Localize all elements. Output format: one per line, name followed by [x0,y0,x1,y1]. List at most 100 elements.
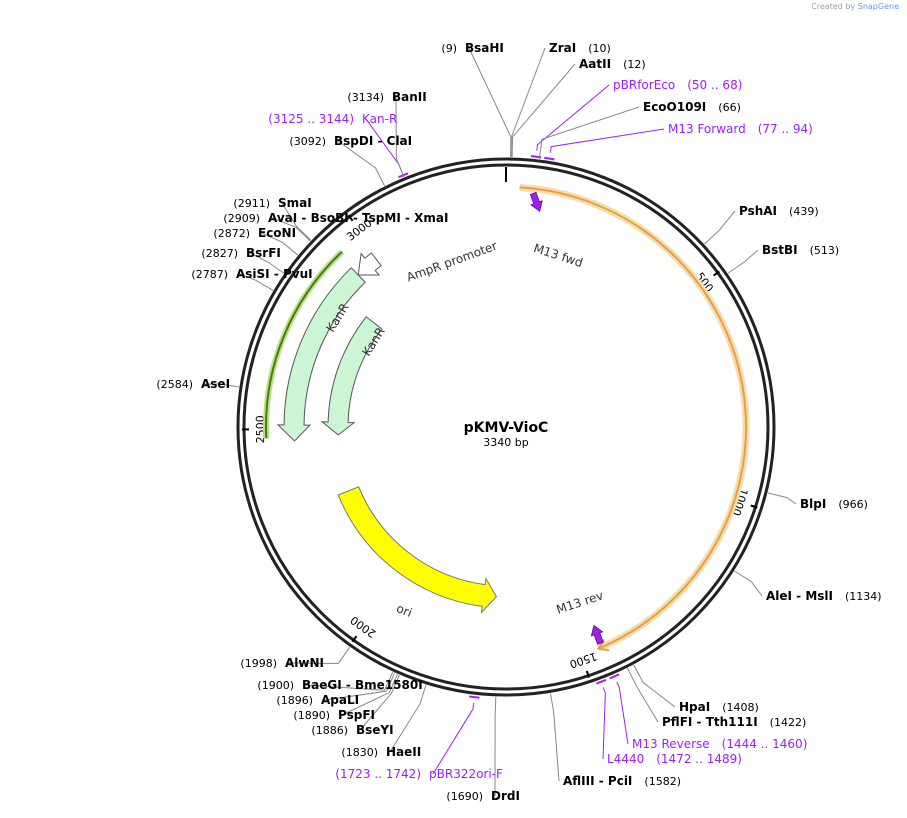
leader-pspfi [341,674,398,716]
tick-label-1500: 1500 [568,649,599,670]
site-pos-drdi: (1690) [446,790,483,803]
site-pos-pbrforeco: (50 .. 68) [687,78,742,92]
site-pos-avai-bsobi-tspmi-xmai: (2909) [223,212,260,225]
leader-pbrforeco [536,84,610,151]
leader-bspdi-clai [337,140,386,187]
tick-mark-1000 [750,504,758,509]
site-pos-alwni: (1998) [240,657,277,670]
site-name-blpi: BlpI [800,497,826,511]
feature-kanr-2 [276,267,366,442]
site-name-bsahi: BsaHI [465,41,504,55]
leader-afliii-pcii [550,693,560,782]
site-name-ecoo109i: EcoO109I [643,100,706,114]
leader-smai [281,202,312,241]
site-name-banii: BanII [392,90,427,104]
primer-mark-l4440 [596,679,607,685]
feature-vioc-0 [519,186,747,650]
leader-banii [395,96,405,178]
site-name-hpai: HpaI [679,700,710,714]
site-pos-m13-reverse: (1444 .. 1460) [722,737,808,751]
site-pos-pbr322ori-f: (1723 .. 1742) [335,767,421,781]
site-name-pspfi: PspFI [338,708,375,722]
site-name-asisi-pvui: AsiSI - PvuI [236,267,313,281]
site-pos-afliii-pcii: (1582) [644,775,681,788]
backbone-circle [236,157,776,697]
leader-pshai [704,210,736,245]
label-feature-ampr-promoter-4: AmpR promoter [405,239,499,285]
site-pos-l4440: (1472 .. 1489) [656,752,742,766]
site-pos-haeii: (1830) [341,746,378,759]
leader-avai-bsobi-tspmi-xmai [271,217,311,242]
site-name-alei-msli: AleI - MslI [766,589,833,603]
site-pos-kan-r: (3125 .. 3144) [268,112,354,126]
leader-bsrfi [249,252,285,274]
site-name-smai: SmaI [278,196,312,210]
site-pos-baegi-bme1580i: (1900) [257,679,294,692]
feature-kanr-3 [320,316,383,436]
tick-mark-2000 [351,635,358,643]
site-name-baegi-bme1580i: BaeGI - Bme1580I [302,678,423,692]
site-name-alwni: AlwNI [285,656,324,670]
leader-baegi-bme1580i [305,671,394,691]
site-pos-asei: (2584) [156,378,193,391]
leader-pbr322ori-f [432,703,475,775]
feature-m13-fwd-6 [529,191,543,212]
leader-alwni [288,646,351,665]
leader-asei [204,383,240,388]
site-pos-pflfi-tth111i: (1422) [770,716,807,729]
site-name-pflfi-tth111i: PflFI - Tth111I [662,715,758,729]
site-name-zrai: ZraI [549,41,576,55]
site-pos-bspdi-clai: (3092) [289,135,326,148]
leader-m13-forward [549,128,665,153]
leader-bseyi [359,674,400,731]
site-pos-bsahi: (9) [441,42,457,55]
site-name-apali: ApaLI [321,693,359,707]
site-pos-smai: (2911) [233,197,270,210]
leader-econi [261,232,299,256]
primer-mark-m13-reverse [609,673,620,680]
site-name-econi: EcoNI [258,226,296,240]
primer-mark-pbr322ori-f [469,695,480,699]
site-pos-pshai: (439) [789,205,819,218]
tick-mark-1500 [585,670,590,678]
site-name-afliii-pcii: AflIII - PciI [563,774,632,788]
snapgene-credit: Created by SnapGene [811,2,899,11]
site-name-pbrforeco: pBRforEco [613,78,675,92]
tick-label-2000: 2000 [348,613,378,640]
site-pos-banii: (3134) [347,91,384,104]
leader-bsahi [468,47,512,158]
site-labels: BsaHI(9)ZraI(10)AatII(12)pBRforEco(50 ..… [156,41,881,803]
tick-mark-500 [713,270,720,277]
plasmid-name: pKMV-VioC [464,420,549,436]
leader-m13-reverse [616,681,629,745]
site-pos-alei-msli: (1134) [845,590,882,603]
leader-apali [324,672,396,701]
site-name-bstbi: BstBI [762,243,798,257]
leader-zrai [510,47,546,158]
site-name-pbr322ori-f: pBR322ori-F [429,767,503,781]
site-pos-aatii: (12) [623,58,646,71]
feature-m13-rev-7 [590,624,604,645]
feature-ori-5 [337,486,498,614]
leader-aatii [511,63,576,158]
site-name-bseyi: BseYI [356,723,394,737]
site-name-bspdi-clai: BspDI - ClaI [334,134,412,148]
site-name-pshai: PshAI [739,204,777,218]
site-pos-bstbi: (513) [810,244,840,257]
tick-mark-3000 [347,214,354,222]
site-name-l4440: L4440 [607,752,644,766]
leader-pflfi-tth111i [626,667,659,723]
leader-blpi [767,492,797,505]
site-name-haeii: HaeII [386,745,421,759]
primer-mark-m13-forward [544,156,555,161]
site-name-aatii: AatII [579,57,611,71]
credit-brand: SnapGene [857,2,899,11]
credit-prefix: Created by [811,2,856,11]
leader-ecoo109i [538,106,640,160]
leader-bstbi [727,249,759,274]
site-pos-econi: (2872) [213,227,250,240]
site-name-drdi: DrdI [491,789,520,803]
site-name-bsrfi: BsrFI [246,246,281,260]
